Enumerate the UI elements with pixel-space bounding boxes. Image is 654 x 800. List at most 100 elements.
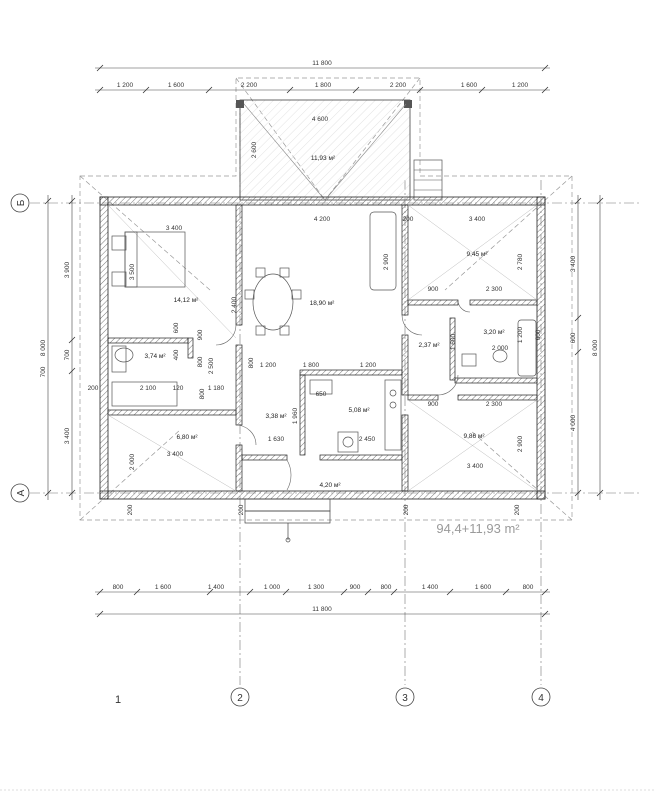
furniture bbox=[111, 211, 537, 453]
dimension-tick bbox=[68, 489, 76, 497]
room-area-bath-2: 3,20 м² bbox=[483, 329, 505, 336]
dim-top-chain-item: 1 600 bbox=[461, 82, 478, 89]
dimension-tick bbox=[352, 86, 360, 94]
dim-interior: 3 500 bbox=[129, 263, 136, 280]
dim-interior: 800 bbox=[248, 357, 255, 368]
dim-interior: 1 200 bbox=[260, 362, 277, 369]
room-area-entry: 4,20 м² bbox=[319, 482, 341, 489]
dimension-tick bbox=[574, 314, 582, 322]
dim-interior: 1 960 bbox=[292, 407, 299, 424]
dim-interior: 1 800 bbox=[303, 362, 320, 369]
room-area-bedroom-3: 9,86 м² bbox=[463, 433, 485, 440]
dimension-tick bbox=[282, 588, 290, 596]
dim-interior: 2 300 bbox=[486, 401, 503, 408]
dimension-tick bbox=[541, 86, 549, 94]
dim-left-overall: 8 000 bbox=[40, 339, 47, 356]
dim-top-chain-item: 1 800 bbox=[315, 82, 332, 89]
sheet-number: 1 bbox=[115, 694, 121, 706]
dim-interior: 1 600 bbox=[450, 333, 457, 350]
dim-bottom-chain-item: 800 bbox=[523, 584, 534, 591]
dim-interior: 600 bbox=[173, 322, 180, 333]
dim-interior: 2 000 bbox=[129, 453, 136, 470]
dimension-tick bbox=[68, 197, 76, 205]
dim-interior: 800 bbox=[197, 356, 204, 367]
dimension-tick bbox=[416, 86, 424, 94]
dim-bottom-chain-item: 1 400 bbox=[422, 584, 439, 591]
axis-label-a: А bbox=[16, 489, 27, 496]
dimension-tick bbox=[390, 588, 398, 596]
dim-right-overall: 8 000 bbox=[592, 339, 599, 356]
dim-interior: 3 400 bbox=[467, 463, 484, 470]
dimension-tick bbox=[574, 489, 582, 497]
dimension-tick bbox=[541, 588, 549, 596]
room-area-bedroom-4: 6,80 м² bbox=[176, 434, 198, 441]
dim-top-chain-item: 1 200 bbox=[512, 82, 529, 89]
dim-interior: 4 200 bbox=[314, 216, 331, 223]
room-area-porch: 11,93 м² bbox=[311, 155, 336, 162]
dim-interior: 650 bbox=[316, 391, 327, 398]
dim-interior: 2 450 bbox=[359, 436, 376, 443]
dim-bottom-chain-item: 1 000 bbox=[264, 584, 281, 591]
dim-interior: 2 000 bbox=[492, 345, 509, 352]
dimension-tick bbox=[541, 610, 549, 618]
room-area-bedroom-2: 9,45 м² bbox=[466, 251, 488, 258]
room-areas: 11,93 м² 14,12 м² 18,90 м² 9,45 м² 3,74 … bbox=[144, 155, 505, 489]
dim-bottom-chain-item: 1 600 bbox=[475, 584, 492, 591]
dim-interior: 2 600 bbox=[251, 141, 258, 158]
dimension-tick bbox=[364, 588, 372, 596]
dim-interior: 120 bbox=[173, 385, 184, 392]
dim-top-overall: 11 800 bbox=[312, 60, 332, 67]
porch bbox=[236, 99, 443, 201]
dim-interior: 1 200 bbox=[517, 326, 524, 343]
dim-top-chain-item: 1 600 bbox=[168, 82, 185, 89]
dimension-tick bbox=[596, 489, 604, 497]
dim-interior: 200 bbox=[403, 216, 414, 223]
dim-right-chain-item: 3 400 bbox=[570, 255, 577, 272]
dim-interior: 200 bbox=[514, 504, 521, 515]
dimension-tick bbox=[206, 588, 214, 596]
room-area-corridor: 3,38 м² bbox=[265, 413, 287, 420]
axis-label-2: 2 bbox=[237, 693, 243, 704]
entry-steps bbox=[244, 498, 331, 543]
dim-interior: 3 400 bbox=[469, 216, 486, 223]
dim-bottom-overall: 11 800 bbox=[312, 606, 332, 613]
dimension-tick bbox=[541, 64, 549, 72]
door-swings bbox=[215, 299, 471, 491]
dimension-tick bbox=[574, 348, 582, 356]
dim-interior: 2 900 bbox=[517, 435, 524, 452]
room-area-bedroom-1: 14,12 м² bbox=[174, 297, 200, 304]
axis-label-4: 4 bbox=[538, 693, 544, 704]
dimension-tick bbox=[96, 588, 104, 596]
dim-interior: 900 bbox=[428, 286, 439, 293]
dim-bottom-chain-item: 1 300 bbox=[308, 584, 325, 591]
dim-bottom-chain-item: 800 bbox=[381, 584, 392, 591]
dimension-tick bbox=[68, 336, 76, 344]
dimension-tick bbox=[502, 588, 510, 596]
exterior-walls bbox=[99, 196, 546, 500]
dim-interior: 900 bbox=[197, 329, 204, 340]
dim-bottom-chain-item: 1 400 bbox=[208, 584, 225, 591]
dimension-tick bbox=[574, 197, 582, 205]
dimension-tick bbox=[205, 86, 213, 94]
dimension-tick bbox=[133, 588, 141, 596]
dimension-tick bbox=[44, 197, 52, 205]
dim-top-chain-item: 2 200 bbox=[241, 82, 258, 89]
dim-interior: 2 500 bbox=[208, 357, 215, 374]
dim-interior: 200 bbox=[127, 504, 134, 515]
dimension-tick bbox=[286, 86, 294, 94]
dim-bottom-chain-item: 900 bbox=[350, 584, 361, 591]
dim-interior: 2 300 bbox=[486, 286, 503, 293]
dimension-tick bbox=[44, 489, 52, 497]
dim-interior: 4 600 bbox=[312, 116, 329, 123]
dim-interior: 2 900 bbox=[383, 253, 390, 270]
room-area-bath-1: 3,74 м² bbox=[144, 353, 166, 360]
dim-bottom-chain: 800 1 600 1 400 1 000 1 300 900 800 1 40… bbox=[113, 584, 534, 591]
dimension-tick bbox=[478, 86, 486, 94]
dim-bottom-chain-item: 1 600 bbox=[155, 584, 172, 591]
dim-interior: 200 bbox=[238, 504, 245, 515]
dim-right-chain-item: 600 bbox=[570, 332, 577, 343]
dim-interior: 800 bbox=[199, 388, 206, 399]
dim-interior: 2 780 bbox=[517, 253, 524, 270]
dim-interior: 1 180 bbox=[208, 385, 225, 392]
